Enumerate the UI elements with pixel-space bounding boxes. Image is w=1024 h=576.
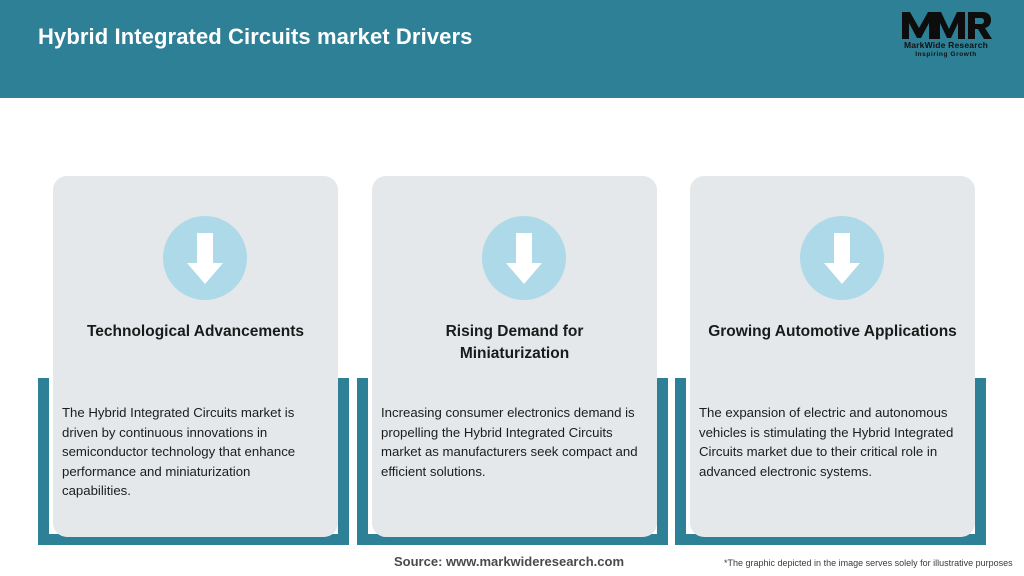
card-panel[interactable]: Rising Demand for Miniaturization Increa…: [372, 176, 657, 537]
drivers-card-row: Technological Advancements The Hybrid In…: [0, 98, 1024, 576]
logo-tagline: Inspiring Growth: [915, 51, 977, 58]
header-bar: Hybrid Integrated Circuits market Driver…: [0, 0, 1024, 98]
down-arrow-icon: [800, 216, 884, 300]
disclaimer-note: *The graphic depicted in the image serve…: [724, 558, 1013, 568]
down-arrow-icon: [482, 216, 566, 300]
card-title: Rising Demand for Miniaturization: [445, 323, 584, 362]
logo-monogram-icon: [892, 10, 1000, 40]
card-bracket-accent: [675, 378, 986, 545]
card-panel[interactable]: Growing Automotive Applications The expa…: [690, 176, 975, 537]
down-arrow-icon: [163, 216, 247, 300]
driver-card-3: Growing Automotive Applications The expa…: [675, 98, 993, 545]
card-title: Technological Advancements: [86, 323, 305, 340]
card-bracket-accent: [38, 378, 349, 545]
driver-card-2: Rising Demand for Miniaturization Increa…: [357, 98, 675, 545]
page-title: Hybrid Integrated Circuits market Driver…: [38, 24, 473, 49]
brand-logo: MarkWide Research Inspiring Growth: [892, 10, 1000, 62]
driver-card-1: Technological Advancements The Hybrid In…: [38, 98, 356, 545]
card-bracket-accent: [357, 378, 668, 545]
logo-company-name: MarkWide Research: [903, 40, 989, 50]
card-body-text: The Hybrid Integrated Circuits market is…: [62, 405, 296, 498]
card-body-text: The expansion of electric and autonomous…: [699, 405, 954, 479]
card-panel[interactable]: Technological Advancements The Hybrid In…: [53, 176, 338, 537]
card-body-text: Increasing consumer electronics demand i…: [381, 405, 638, 479]
card-title: Growing Automotive Applications: [708, 323, 957, 340]
source-label: Source: www.markwideresearch.com: [394, 554, 625, 569]
